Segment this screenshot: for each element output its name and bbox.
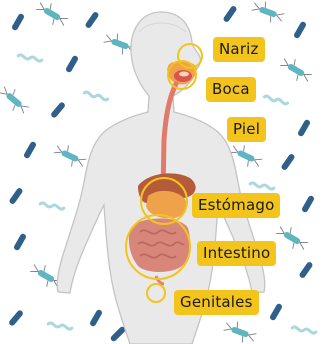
bacterium	[40, 202, 64, 209]
label-piel: Piel	[227, 117, 266, 142]
bacterium	[84, 11, 99, 29]
bacterium	[52, 141, 89, 171]
bacterium	[13, 233, 27, 252]
bacterium	[11, 13, 25, 32]
bacterium	[293, 21, 307, 40]
bacterium	[110, 326, 127, 343]
bacterium	[23, 141, 37, 160]
bacterium	[0, 83, 32, 117]
label-boca: Boca	[206, 77, 256, 102]
bacterium	[264, 95, 288, 104]
bacterium	[269, 303, 283, 322]
bacterium	[8, 309, 24, 327]
intestine-organ	[129, 218, 190, 272]
bacterium	[297, 119, 311, 138]
bacterium	[222, 5, 237, 23]
label-estomago: Estómago	[192, 193, 280, 218]
bacterium	[298, 261, 313, 279]
bacterium	[301, 195, 315, 214]
label-genitales: Genitales	[174, 290, 259, 315]
label-nariz: Nariz	[213, 37, 265, 62]
bacterium	[250, 0, 286, 26]
bacterium	[280, 153, 295, 171]
bacterium	[274, 222, 311, 254]
bacterium	[48, 322, 72, 329]
bacterium	[84, 91, 108, 100]
label-intestino: Intestino	[197, 241, 276, 266]
bacterium	[34, 0, 71, 30]
bacterium	[222, 318, 258, 344]
bacterium	[18, 54, 42, 61]
bacterium	[250, 182, 274, 189]
bacterium	[292, 326, 316, 333]
bacterium	[8, 187, 23, 205]
bacterium	[65, 55, 79, 74]
bacterium	[89, 309, 103, 328]
bacterium	[50, 101, 66, 119]
bacterium	[278, 54, 315, 86]
teeth	[179, 72, 189, 77]
